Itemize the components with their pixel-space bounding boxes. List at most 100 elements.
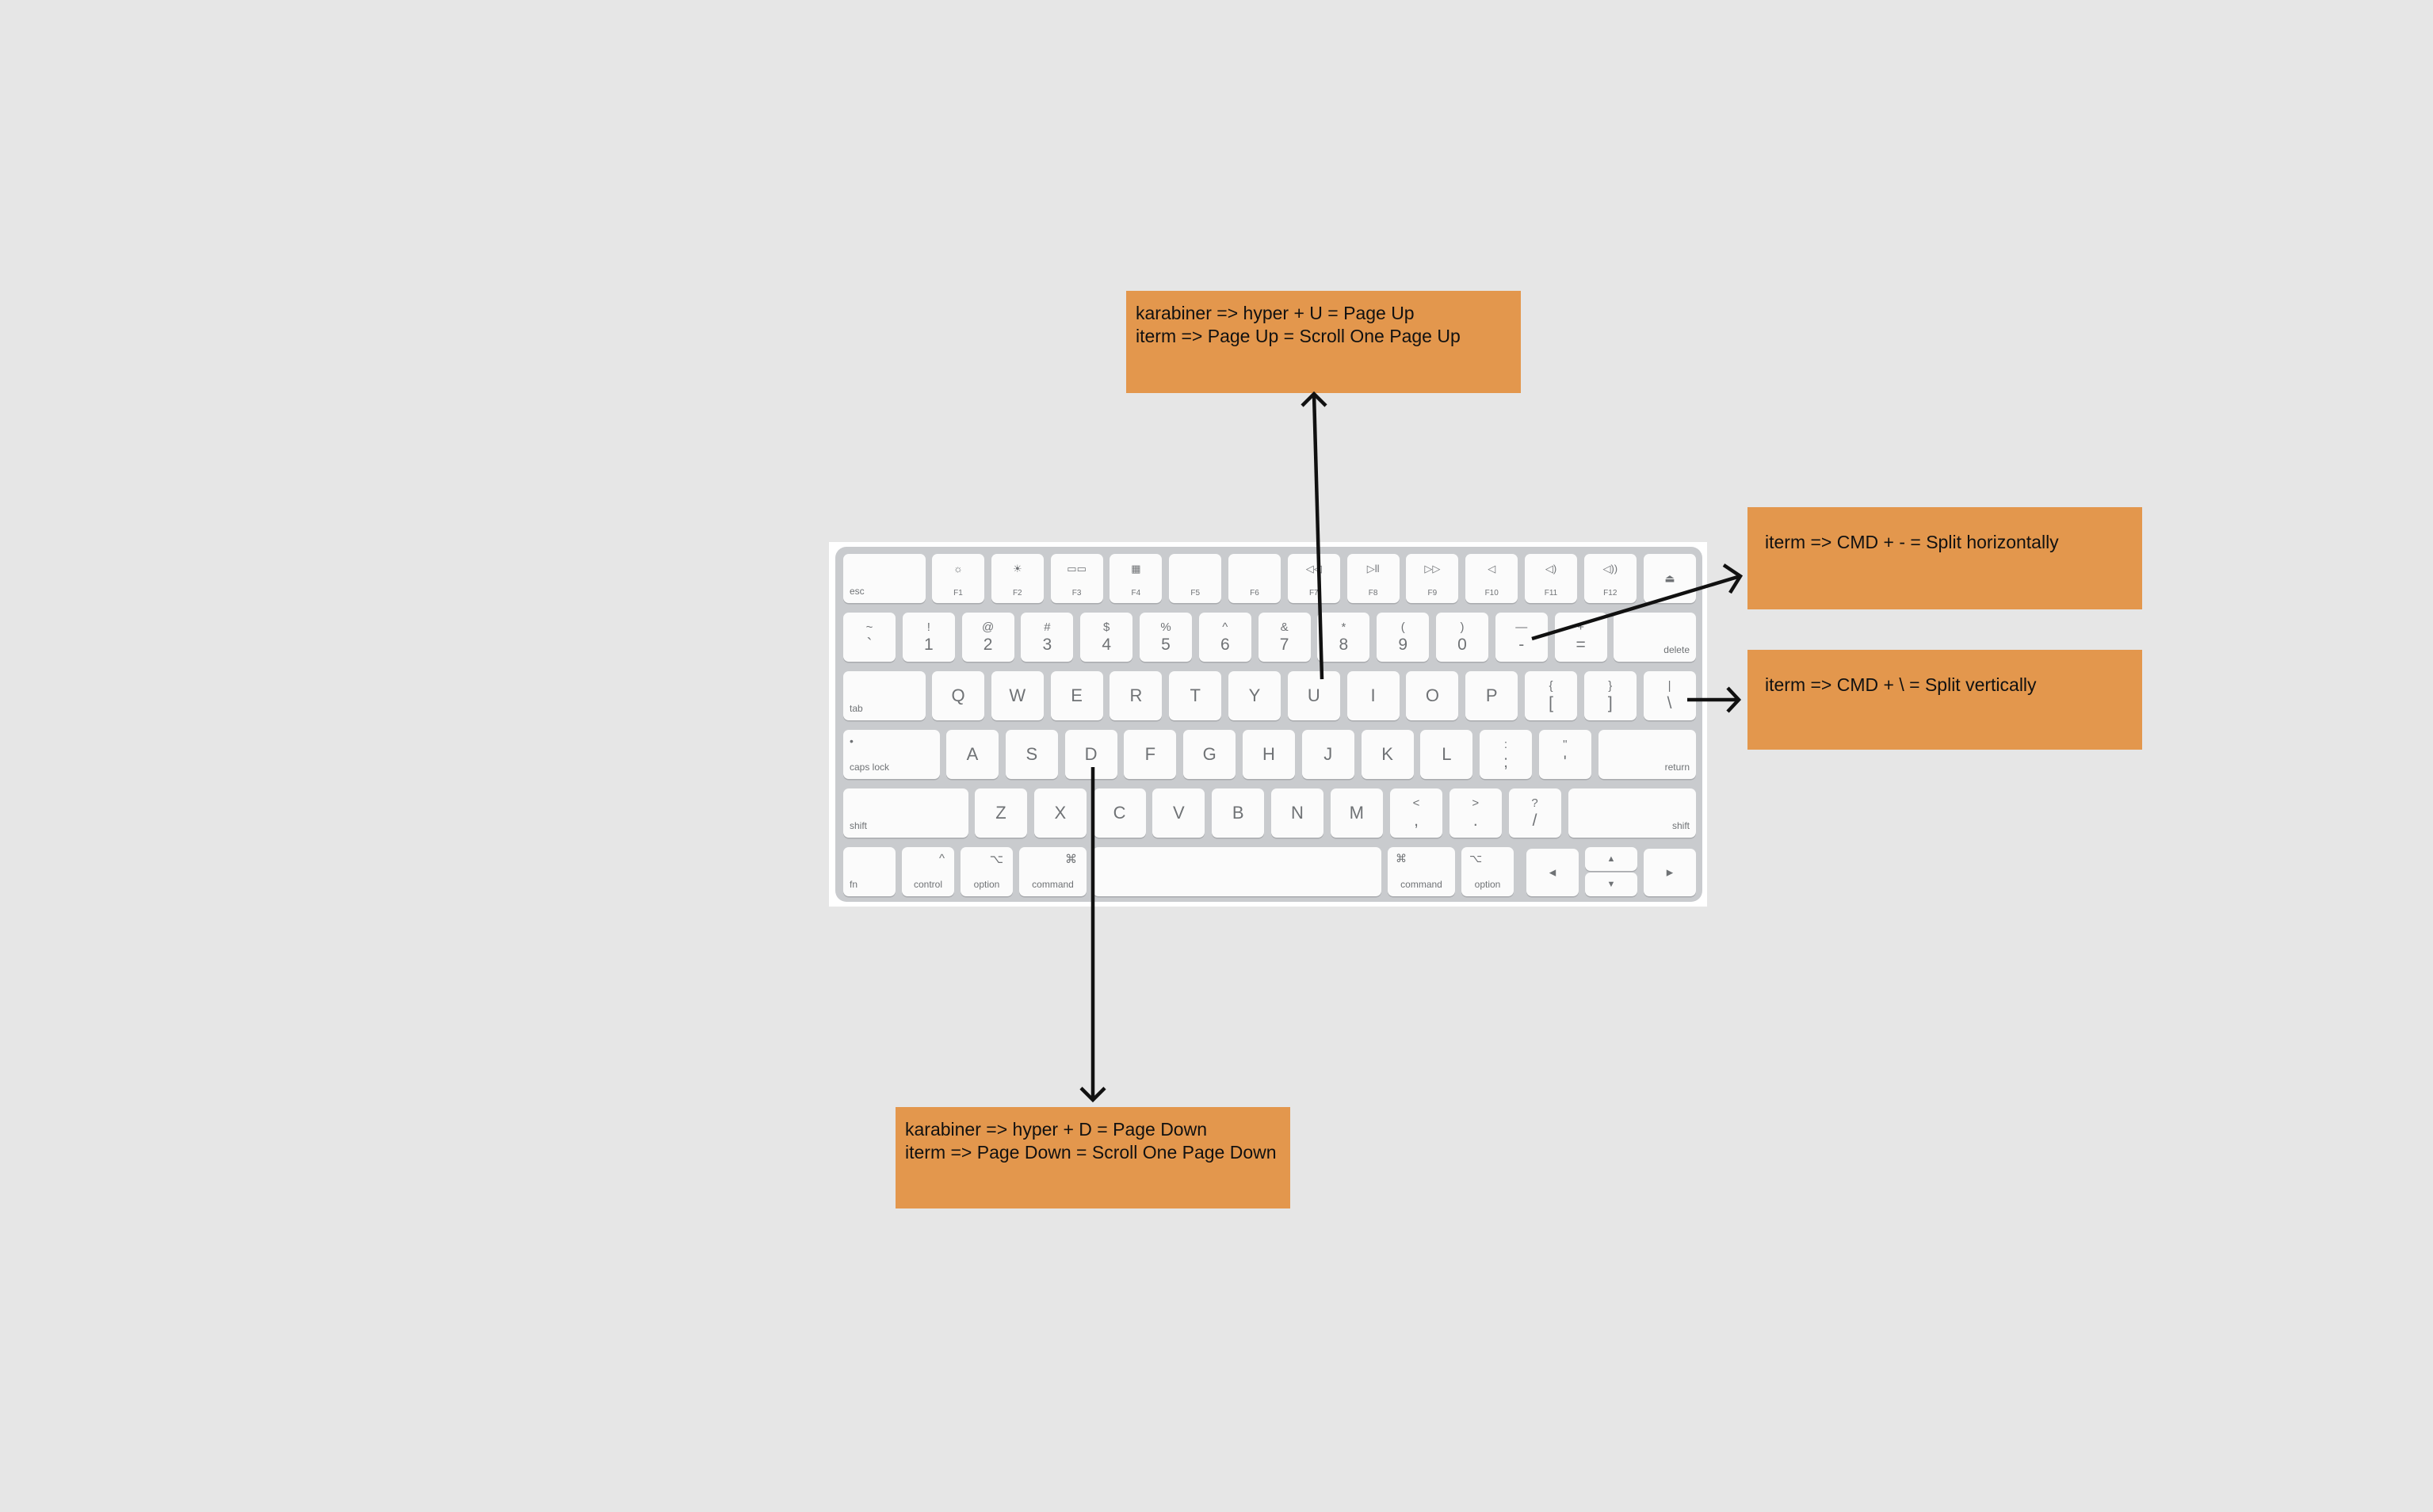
command-right-key[interactable]: ⌘command xyxy=(1388,847,1455,896)
f5-key[interactable]: F5 xyxy=(1169,554,1222,603)
caps-lock-key[interactable]: •caps lock xyxy=(843,730,940,779)
key-w[interactable]: W xyxy=(991,671,1044,720)
punct-key-3-shift-symbol: < xyxy=(1412,796,1420,810)
key-t[interactable]: T xyxy=(1169,671,1222,720)
bracket-key-2[interactable]: }] xyxy=(1583,671,1637,720)
number-key-1-symbol: ` xyxy=(866,636,873,654)
option-left-key[interactable]: ⌥option xyxy=(961,847,1013,896)
key-z[interactable]: Z xyxy=(975,788,1027,838)
arrow-left-key[interactable]: ◀ xyxy=(1526,849,1579,896)
bracket-key-1[interactable]: {[ xyxy=(1525,671,1577,720)
arrow-down-key[interactable]: ▼ xyxy=(1585,872,1637,896)
punct-key-4[interactable]: >. xyxy=(1449,788,1502,838)
f7-key[interactable]: ◁◁F7 xyxy=(1287,554,1340,603)
command-left-key[interactable]: ⌘command xyxy=(1019,847,1087,896)
option-right-key-label: option xyxy=(1474,879,1501,890)
key-k-label: K xyxy=(1381,744,1393,764)
bracket-key-3-symbol: \ xyxy=(1667,694,1672,712)
caps-lock-key-label: caps lock xyxy=(850,762,890,773)
number-key-3-symbol: 2 xyxy=(983,636,993,654)
key-i[interactable]: I xyxy=(1346,671,1400,720)
key-k[interactable]: K xyxy=(1361,730,1414,779)
esc-key[interactable]: esc xyxy=(843,554,926,603)
key-p[interactable]: P xyxy=(1465,671,1518,720)
f10-key[interactable]: ◁F10 xyxy=(1465,554,1518,603)
number-key-12[interactable]: —- xyxy=(1495,613,1548,662)
key-s[interactable]: S xyxy=(1005,730,1058,779)
punct-key-3[interactable]: <, xyxy=(1390,788,1442,838)
control-key[interactable]: ^control xyxy=(902,847,954,896)
f2-key[interactable]: ☀F2 xyxy=(991,554,1044,603)
eject-key[interactable]: ⏏ xyxy=(1644,554,1696,603)
number-key-10[interactable]: (9 xyxy=(1377,613,1430,662)
punct-key-2[interactable]: "' xyxy=(1538,730,1591,779)
key-m[interactable]: M xyxy=(1330,788,1383,838)
delete-key[interactable]: delete xyxy=(1614,613,1696,662)
shift-right-key[interactable]: shift xyxy=(1568,788,1696,838)
number-key-3[interactable]: @2 xyxy=(961,613,1014,662)
key-a-label: A xyxy=(966,744,979,764)
f4-key-icon: ▦ xyxy=(1131,563,1141,575)
key-n[interactable]: N xyxy=(1271,788,1323,838)
f11-key[interactable]: ◁)F11 xyxy=(1525,554,1577,603)
number-key-8-shift-symbol: & xyxy=(1280,620,1289,634)
number-key-10-shift-symbol: ( xyxy=(1400,620,1405,634)
tab-key[interactable]: tab xyxy=(843,671,926,720)
f6-key[interactable]: F6 xyxy=(1228,554,1281,603)
shift-left-key[interactable]: shift xyxy=(843,788,968,838)
number-key-4[interactable]: #3 xyxy=(1021,613,1074,662)
number-key-8-symbol: 7 xyxy=(1279,636,1289,654)
return-key[interactable]: return xyxy=(1598,730,1696,779)
arrow-right-key[interactable]: ▶ xyxy=(1644,849,1696,896)
key-f[interactable]: F xyxy=(1124,730,1177,779)
f5-key-label: F5 xyxy=(1190,589,1201,598)
fn-key[interactable]: fn xyxy=(843,847,896,896)
f4-key-label: F4 xyxy=(1131,589,1141,598)
key-x[interactable]: X xyxy=(1033,788,1087,838)
key-c[interactable]: C xyxy=(1093,788,1146,838)
key-e[interactable]: E xyxy=(1050,671,1103,720)
punct-key-5[interactable]: ?/ xyxy=(1508,788,1561,838)
key-o[interactable]: O xyxy=(1406,671,1459,720)
key-v[interactable]: V xyxy=(1152,788,1205,838)
f1-key[interactable]: ☼F1 xyxy=(932,554,984,603)
number-key-13[interactable]: += xyxy=(1554,613,1607,662)
key-d[interactable]: D xyxy=(1064,730,1117,779)
f12-key[interactable]: ◁))F12 xyxy=(1583,554,1637,603)
command-left-key-symbol: ⌘ xyxy=(1065,853,1077,866)
split-horizontal-note-text: iterm => CMD + - = Split horizontally xyxy=(1765,532,2059,552)
key-a[interactable]: A xyxy=(946,730,999,779)
number-key-6-shift-symbol: % xyxy=(1160,620,1171,634)
key-h[interactable]: H xyxy=(1243,730,1295,779)
number-key-11[interactable]: )0 xyxy=(1436,613,1488,662)
key-j[interactable]: J xyxy=(1301,730,1354,779)
f3-key[interactable]: ▭▭F3 xyxy=(1050,554,1103,603)
number-key-6[interactable]: %5 xyxy=(1140,613,1192,662)
key-g[interactable]: G xyxy=(1183,730,1236,779)
punct-key-1-shift-symbol: : xyxy=(1503,738,1508,751)
f4-key[interactable]: ▦ F4 xyxy=(1110,554,1163,603)
number-key-11-shift-symbol: ) xyxy=(1460,620,1465,634)
key-r[interactable]: R xyxy=(1110,671,1163,720)
f9-key[interactable]: ▷▷F9 xyxy=(1406,554,1459,603)
number-key-9[interactable]: *8 xyxy=(1317,613,1370,662)
punct-key-1[interactable]: :; xyxy=(1480,730,1532,779)
key-c-label: C xyxy=(1113,803,1126,823)
key-y[interactable]: Y xyxy=(1228,671,1281,720)
number-key-1[interactable]: ~` xyxy=(843,613,896,662)
key-q[interactable]: Q xyxy=(932,671,984,720)
key-u[interactable]: U xyxy=(1287,671,1340,720)
number-key-5[interactable]: $4 xyxy=(1080,613,1133,662)
number-key-2[interactable]: !1 xyxy=(902,613,955,662)
option-right-key[interactable]: ⌥option xyxy=(1461,847,1514,896)
key-w-label: W xyxy=(1009,685,1026,705)
space-bar[interactable] xyxy=(1093,847,1381,896)
key-b[interactable]: B xyxy=(1212,788,1265,838)
bracket-key-3[interactable]: |\ xyxy=(1643,671,1696,720)
key-l[interactable]: L xyxy=(1420,730,1473,779)
arrow-up-key[interactable]: ▲ xyxy=(1585,847,1637,871)
number-key-6-symbol: 5 xyxy=(1161,636,1171,654)
number-key-8[interactable]: &7 xyxy=(1258,613,1311,662)
number-key-7[interactable]: ^6 xyxy=(1198,613,1251,662)
